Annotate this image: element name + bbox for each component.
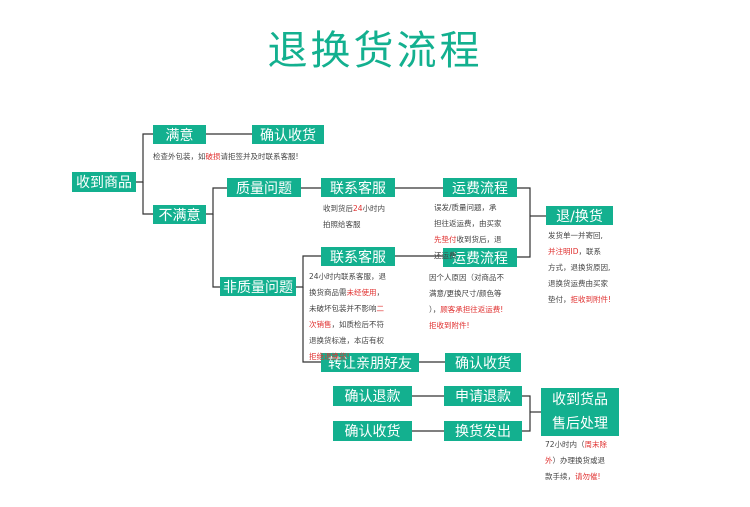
node-confirm-receipt: 确认收货 [252,125,324,144]
note-quality-service: 收到货后24小时内 拍照给客服 [323,204,386,229]
note-quality-shipping: 误发/质量问题，承 担往返运费，由买家 先垫付收到货后，退 还运费 [434,203,502,260]
node-return-exchange: 退/换货 [546,206,613,225]
connector-unsatisfied-quality [206,187,227,215]
connector-unsatisfied-nonquality [212,214,220,288]
node-confirm-receipt: 确认收货 [445,353,521,372]
node-contact-service: 联系客服 [321,247,395,266]
node-after-sales-line2: 售后处理 [552,416,608,432]
note-inspect-package: 检查外包装，如破损请拒签并及时联系客服! [153,152,299,161]
node-after-sales-line1: 收到货品 [552,392,608,408]
connector-receive-satisfied [136,133,153,183]
node-receive-goods: 收到商品 [72,172,136,192]
connector-receive-unsatisfied [142,182,153,215]
note-nonquality-shipping: 因个人原因（对商品不 满意/更换尺寸/颜色等 ），顾客承担往返运费! 拒收到附件… [429,273,504,330]
note-return-form: 发货单一并寄回, 并注明ID，联系 方式，退换货原因, 退换货运费由买家 垫付，… [548,231,612,304]
node-transfer-friend: 转让亲朋好友 [321,353,419,372]
node-shipping-flow: 运费流程 [443,178,517,197]
page-title: 退换货流程 [267,28,483,74]
connector-fee-bracket [517,187,531,258]
note-after-sales: 72小时内（周末除 外）办理换货或退 款手续，请勿催! [545,440,608,481]
node-satisfied: 满意 [153,125,206,144]
node-unsatisfied: 不满意 [153,205,206,224]
node-non-quality-issue: 非质量问题 [220,277,296,296]
node-exchange-shipped: 换货发出 [444,421,522,441]
node-contact-service: 联系客服 [321,178,395,197]
node-quality-issue: 质量问题 [227,178,301,197]
connector-bottom-bracket [522,395,531,432]
node-confirm-refund: 确认退款 [333,386,412,406]
note-nonquality-service: 24小时内联系客服，退 换货商品需未经使用， 未破坏包装并不影响二 次销售，如质… [309,272,387,361]
connector-nonquality-cs [296,255,321,288]
node-apply-refund: 申请退款 [444,386,522,406]
node-confirm-receipt: 确认收货 [333,421,412,441]
node-shipping-flow: 运费流程 [443,248,517,267]
node-after-sales: 收到货品 售后处理 [541,388,619,436]
connector-nonquality-transfer [302,287,321,363]
